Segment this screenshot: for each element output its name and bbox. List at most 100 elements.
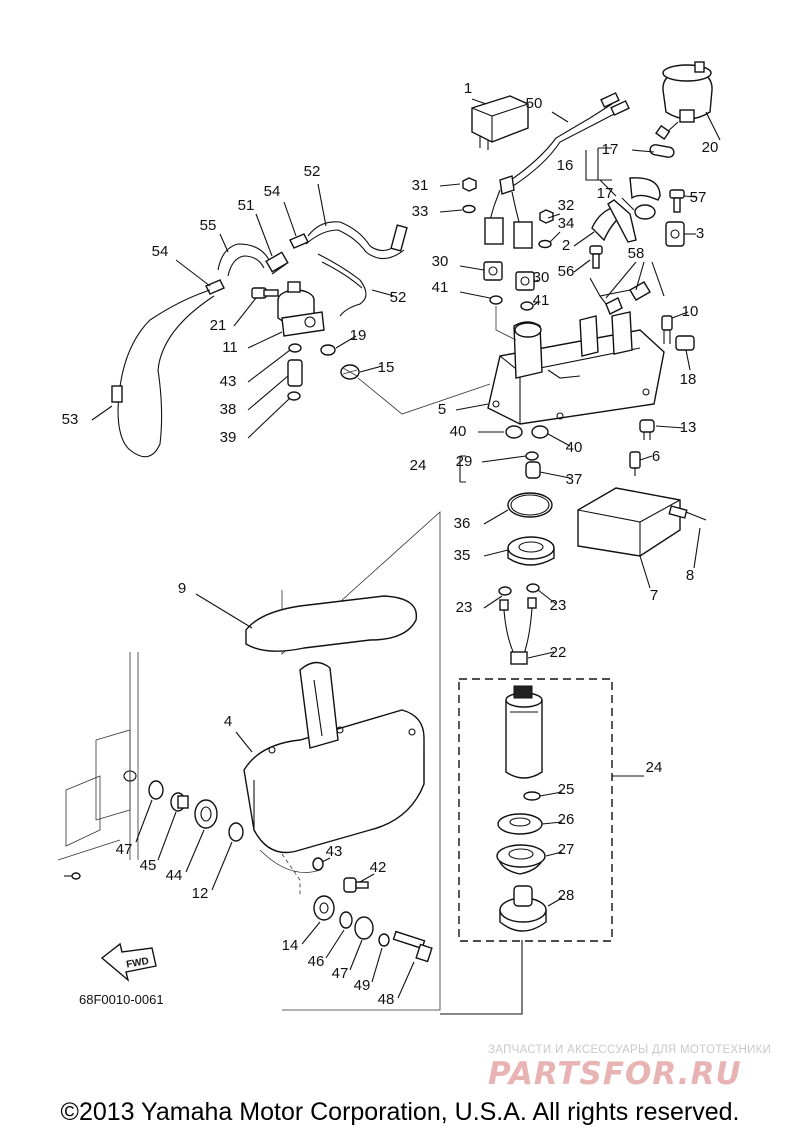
leader-line — [91, 405, 113, 421]
callout-number: 9 — [178, 580, 186, 597]
callout-number: 51 — [238, 197, 255, 214]
leader-line — [483, 595, 503, 609]
fuel-pump-part-11 — [277, 281, 325, 337]
callout-number: 18 — [680, 371, 697, 388]
cover-part-1 — [471, 95, 529, 150]
callout-number: 35 — [454, 547, 471, 564]
leader-line — [247, 349, 291, 383]
fuel-filter-part — [655, 61, 713, 140]
leader-line — [527, 651, 555, 659]
leader-line — [185, 829, 205, 873]
callout-number: 3 — [696, 225, 704, 242]
wire-harness-part — [484, 92, 630, 249]
watermark-tagline: ЗАПЧАСТИ И АКСЕССУАРЫ ДЛЯ МОТОТЕХНИКИ — [488, 1044, 772, 1056]
callout-number: 43 — [326, 843, 343, 860]
screw-part-10 — [661, 315, 673, 344]
route-line — [495, 306, 517, 341]
long-hose-part-53 — [111, 289, 215, 458]
washer-part-49 — [378, 933, 390, 947]
leader-line — [539, 791, 563, 797]
route-line — [357, 377, 491, 415]
callout-number: 29 — [456, 453, 473, 470]
callout-number: 6 — [652, 448, 660, 465]
callout-number: 52 — [390, 289, 407, 306]
callout-number: 40 — [450, 423, 467, 440]
leader-line — [639, 455, 653, 461]
callout-number: 5 — [438, 401, 446, 418]
leader-line — [247, 375, 289, 411]
leader-line — [359, 365, 383, 373]
hidden-line — [281, 853, 301, 896]
callout-number: 41 — [533, 292, 550, 309]
callout-number: 12 — [192, 885, 209, 902]
callout-number: 20 — [702, 139, 719, 156]
fuel-hose-part-55 — [217, 243, 271, 277]
o-ring-29 — [525, 451, 539, 461]
callout-number: 39 — [220, 429, 237, 446]
callout-number: 22 — [550, 644, 567, 661]
plug-part-18 — [675, 335, 695, 351]
leader-line — [541, 821, 563, 825]
callout-number: 28 — [558, 887, 575, 904]
callout-number: 47 — [332, 965, 349, 982]
leader-line — [301, 921, 321, 945]
copyright-notice: ©2013 Yamaha Motor Corporation, U.S.A. A… — [60, 1098, 740, 1126]
callout-number: 19 — [350, 327, 367, 344]
callout-number: 27 — [558, 841, 575, 858]
joint-part-38 — [287, 359, 303, 387]
callout-number: 55 — [200, 217, 217, 234]
bracket-line — [605, 261, 665, 299]
leader-line — [195, 593, 253, 629]
grommet-part-44 — [194, 799, 218, 829]
bolt-part-21 — [251, 287, 279, 299]
callout-number: 48 — [378, 991, 395, 1008]
callout-number: 40 — [566, 439, 583, 456]
hose-part-52 — [305, 221, 408, 317]
o-ring-12 — [228, 822, 244, 842]
bracket-line — [585, 150, 617, 197]
callout-number: 15 — [378, 359, 395, 376]
bracket-part-2 — [591, 199, 637, 243]
pump-ring-part-26 — [497, 813, 543, 835]
callout-number: 17 — [602, 141, 619, 158]
leader-line — [455, 403, 489, 411]
leader-line — [439, 183, 461, 187]
collar-part-46 — [339, 911, 353, 929]
callout-number: 42 — [370, 859, 387, 876]
leader-line — [545, 851, 563, 857]
callout-number: 21 — [210, 317, 227, 334]
bolt-part-48 — [392, 930, 433, 963]
callout-number: 47 — [116, 841, 133, 858]
callout-number: 38 — [220, 401, 237, 418]
leader-line — [283, 201, 297, 237]
leader-line — [157, 811, 177, 861]
fwd-arrow-icon: FWD — [100, 942, 157, 982]
callout-number: 8 — [686, 567, 694, 584]
leader-line — [547, 213, 561, 219]
leader-line — [549, 231, 561, 243]
leader-line — [247, 397, 291, 439]
callout-number: 4 — [224, 713, 232, 730]
leader-line — [135, 799, 153, 843]
leader-line — [483, 549, 509, 557]
callout-number: 50 — [526, 95, 543, 112]
bracket-line — [440, 940, 523, 1015]
leader-line — [547, 897, 563, 907]
callout-number: 16 — [557, 157, 574, 174]
leader-line — [235, 731, 253, 753]
drain-screw-part-6 — [629, 451, 641, 476]
leader-line — [537, 589, 557, 605]
callout-number: 10 — [682, 303, 699, 320]
callout-number: 32 — [558, 197, 575, 214]
pump-holder-part-35 — [507, 536, 555, 566]
leader-line — [359, 873, 375, 883]
vapor-separator-cover-part — [487, 311, 665, 425]
o-ring-36 — [507, 492, 553, 518]
leader-line — [671, 311, 689, 319]
wire-part-22 — [498, 583, 540, 665]
washer-part-43 — [288, 343, 302, 353]
clip-part-58 — [589, 277, 651, 315]
callout-number: 52 — [304, 163, 321, 180]
callout-number: 25 — [558, 781, 575, 798]
